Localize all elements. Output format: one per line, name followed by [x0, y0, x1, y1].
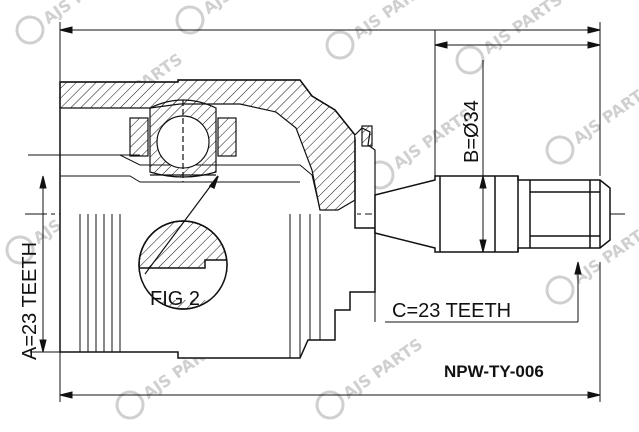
overall-length-dimension — [59, 22, 601, 176]
svg-text:AJS PARTS: AJS PARTS — [340, 334, 426, 402]
watermark-logo: AJS PARTS — [315, 334, 426, 420]
dim-b-label: B=Ø34 — [461, 100, 483, 163]
part-number: NPW-TY-006 — [444, 362, 544, 381]
fig2-label: FIG 2 — [150, 288, 200, 310]
watermark-logo: AJS PARTS — [15, 0, 126, 45]
dim-c-leader — [374, 261, 582, 323]
dim-c-label: C=23 TEETH — [392, 300, 511, 322]
dim-a-label: A=23 TEETH — [19, 242, 41, 360]
svg-text:AJS PARTS: AJS PARTS — [570, 79, 639, 147]
svg-text:AJS PARTS: AJS PARTS — [350, 0, 436, 43]
dim-b-arrows — [479, 60, 487, 253]
fig2-detail — [138, 175, 228, 310]
watermark-logo: AJS PARTS — [455, 0, 566, 75]
shaft-length-dimension — [434, 30, 601, 176]
stub-shaft — [374, 175, 611, 253]
housing-grooves — [79, 214, 321, 358]
dim-a-arrows — [28, 154, 140, 353]
boot-region — [354, 125, 376, 228]
watermark-logo: AJS PARTS — [325, 0, 436, 60]
watermark-logo: AJS PARTS — [175, 0, 286, 35]
svg-text:AJS PARTS: AJS PARTS — [480, 0, 566, 58]
bottom-length-dimension — [59, 262, 601, 402]
housing-inner-profile-lower — [60, 175, 300, 183]
svg-text:AJS PARTS: AJS PARTS — [200, 0, 286, 18]
svg-text:AJS PARTS: AJS PARTS — [40, 0, 126, 28]
watermark-logo: AJS PARTS — [545, 79, 639, 165]
ball-cage — [129, 99, 237, 182]
